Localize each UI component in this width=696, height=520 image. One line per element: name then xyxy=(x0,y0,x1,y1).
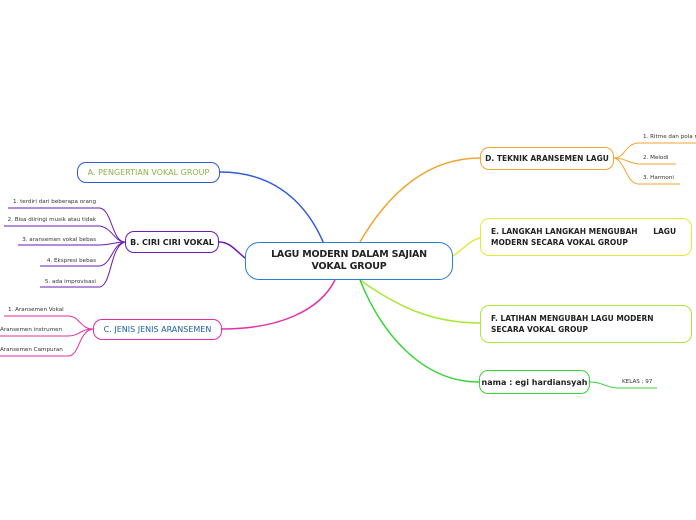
leaf-c-2[interactable]: Aransemen instrumen xyxy=(0,327,63,333)
leaf-d-1[interactable]: 1. Ritme dan pola r xyxy=(643,134,696,140)
connector-e xyxy=(452,237,481,257)
branch-e-langkah[interactable]: E. LANGKAH LANGKAH MENGUBAH LAGU MODERN … xyxy=(480,218,692,256)
branch-nama[interactable]: nama : egi hardiansyah xyxy=(479,370,590,394)
connector-f xyxy=(359,279,481,324)
branch-f-latihan[interactable]: F. LATIHAN MENGUBAH LAGU MODERN SECARA V… xyxy=(480,305,692,343)
leaf-b-1[interactable]: 1. terdiri dari beberapa orang xyxy=(12,199,96,205)
branch-f-line2: SECARA VOKAL GROUP xyxy=(491,325,588,334)
branch-c-label: C. JENIS JENIS ARANSEMEN xyxy=(103,325,212,334)
connector-d xyxy=(359,157,481,243)
central-topic-line1: LAGU MODERN DALAM SAJIAN xyxy=(271,249,427,260)
connector-c xyxy=(221,279,336,330)
leaf-b-4[interactable]: 4. Ekspresi bebas xyxy=(46,258,96,264)
branch-c-jenis[interactable]: C. JENIS JENIS ARANSEMEN xyxy=(93,319,222,340)
leaf-c-3[interactable]: Aransemen Campuran xyxy=(0,347,63,353)
branch-e-line1: E. LANGKAH LANGKAH MENGUBAH LAGU xyxy=(491,227,677,236)
branch-e-line2: MODERN SECARA VOKAL GROUP xyxy=(491,238,628,247)
leaf-d-3[interactable]: 3. Harmoni xyxy=(643,175,674,181)
branch-d-label: D. TEKNIK ARANSEMEN LAGU xyxy=(485,154,609,163)
central-topic-line2: VOKAL GROUP xyxy=(311,261,387,272)
branch-b-label: B. CIRI CIRI VOKAL xyxy=(130,237,214,247)
branch-f-line1: F. LATIHAN MENGUBAH LAGU MODERN xyxy=(491,314,654,323)
branch-nama-label: nama : egi hardiansyah xyxy=(481,377,588,387)
connector-name xyxy=(359,279,480,383)
branch-b-ciri-ciri[interactable]: B. CIRI CIRI VOKAL xyxy=(125,231,219,253)
leaf-b-3[interactable]: 3. aransemen vokal bebas xyxy=(22,237,96,243)
central-topic[interactable]: LAGU MODERN DALAM SAJIAN VOKAL GROUP xyxy=(245,242,453,280)
connector-b xyxy=(218,241,246,259)
branch-a-pengertian[interactable]: A. PENGERTIAN VOKAL GROUP xyxy=(77,162,220,183)
leaf-kelas[interactable]: KELAS ; 97 xyxy=(622,379,653,385)
branch-d-teknik[interactable]: D. TEKNIK ARANSEMEN LAGU xyxy=(480,147,614,170)
leaf-d-2[interactable]: 2. Melodi xyxy=(643,155,669,161)
leaf-b-5[interactable]: 5. ada improvisasi xyxy=(44,279,96,285)
leaf-b-2[interactable]: 2. Bisa diiringi musik atau tidak xyxy=(7,217,96,223)
branch-a-label: A. PENGERTIAN VOKAL GROUP xyxy=(87,168,210,177)
leaf-c-1[interactable]: 1. Aransemen Vokal xyxy=(8,307,64,313)
